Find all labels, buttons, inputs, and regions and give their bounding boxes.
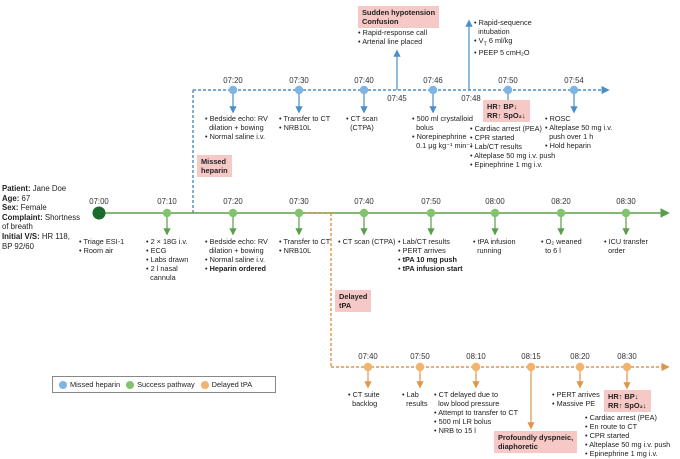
success-node	[228, 208, 238, 218]
delayed-event-0750: • Lab results	[402, 390, 428, 408]
delayed-node	[471, 362, 481, 372]
success-event-0750: • Lab/CT results • PERT arrives • tPA 10…	[398, 237, 463, 273]
legend-success: Success pathway	[126, 380, 195, 390]
success-node	[621, 208, 631, 218]
legend-missed: Missed heparin	[59, 380, 120, 390]
delayed-time: 08:15	[521, 352, 541, 361]
missed-event-0750: • Cardiac arrest (PEA) • CPR started • L…	[470, 124, 556, 169]
missed-event-0746: • 500 ml crystalloid bolus • Norepinephr…	[412, 114, 473, 150]
success-time: 07:50	[421, 197, 441, 206]
missed-event-0740: • CT scan (CTPA)	[346, 114, 378, 132]
missed-node	[569, 85, 579, 95]
missed-event-0730: • Transfer to CT • NRB10L	[279, 114, 331, 132]
missed-time: 07:30	[289, 76, 309, 85]
legend-success-swatch	[126, 381, 135, 390]
delayed-node	[526, 362, 536, 372]
patient-vitals: HR 118,	[41, 231, 70, 241]
success-node	[359, 208, 369, 218]
success-time: 07:30	[289, 197, 309, 206]
missed-time: 07:40	[354, 76, 374, 85]
patient-complaint-cont: of breath	[2, 222, 33, 232]
missed-node	[294, 85, 304, 95]
delayed-event-0830: • Cardiac arrest (PEA) • En route to CT …	[585, 413, 671, 458]
delayed-time: 07:50	[410, 352, 430, 361]
patient-age: 67	[21, 193, 31, 203]
missed-node	[503, 85, 513, 95]
rsi-event: • Rapid-sequence intubation • VT 6 ml/kg…	[474, 18, 532, 58]
delayed-time: 07:40	[358, 352, 378, 361]
success-time: 08:20	[551, 197, 571, 206]
dyspneic-box: Profoundly dyspneic,diaphoretic	[494, 431, 578, 453]
success-node	[556, 208, 566, 218]
patient-vitals-label: Initial V/S:	[2, 231, 40, 241]
legend-delayed: Delayed tPA	[200, 380, 252, 390]
missed-time: 07:54	[564, 76, 584, 85]
success-node	[426, 208, 436, 218]
patient-info: Patient: Jane Doe Age: 67 Sex: Female Co…	[2, 184, 80, 251]
missed-time: 07:20	[223, 76, 243, 85]
success-event-0700: • Triage ESI-1 • Room air	[79, 237, 125, 255]
missed-vitals-box: HR↑ BP↓RR↑ SpO₂↓	[483, 100, 530, 122]
missed-node	[359, 85, 369, 95]
delayed-time: 08:20	[570, 352, 590, 361]
patient-age-label: Age:	[2, 193, 20, 203]
success-event-0830: • ICU transfer order	[604, 237, 648, 255]
missed-time: 07:50	[498, 76, 518, 85]
delayed-node	[363, 362, 373, 372]
success-time: 07:20	[223, 197, 243, 206]
delayed-event-0820: • PERT arrives • Massive PE	[552, 390, 600, 408]
patient-name: Jane Doe	[32, 184, 67, 193]
patient-complaint: Shortness	[44, 212, 80, 222]
patient-sex-label: Sex:	[2, 203, 19, 213]
success-time: 08:30	[616, 197, 636, 206]
delayed-node	[575, 362, 585, 372]
start-node	[92, 206, 106, 220]
legend-delayed-swatch	[200, 381, 209, 390]
success-time: 07:40	[354, 197, 374, 206]
patient-complaint-label: Complaint:	[2, 212, 43, 222]
success-event-0740: • CT scan (CTPA)	[338, 237, 396, 246]
delayed-event-0740: • CT suite backlog	[348, 390, 380, 408]
success-event-0720: • Bedside echo: RV dilation + bowing • N…	[205, 237, 268, 273]
success-node	[294, 208, 304, 218]
delayed-time: 08:30	[617, 352, 637, 361]
success-event-0820: • O₂ weaned to 6 l	[541, 237, 582, 255]
success-event-0800: • tPA infusion running	[473, 237, 516, 255]
missed-time: 07:45	[387, 94, 407, 103]
delayed-node	[415, 362, 425, 372]
success-event-0730: • Transfer to CT • NRB10L	[279, 237, 331, 255]
delayed-vitals-box: HR↑ BP↓RR↑ SpO₂↓	[604, 390, 651, 412]
success-node	[162, 208, 172, 218]
delayed-nodes	[363, 362, 632, 430]
success-time: 07:10	[157, 197, 177, 206]
missed-event-0720: • Bedside echo: RV dilation + bowing • N…	[205, 114, 268, 141]
missed-time: 07:46	[423, 76, 443, 85]
legend-missed-swatch	[59, 381, 67, 390]
success-time: 08:00	[485, 197, 505, 206]
missed-node	[228, 85, 238, 95]
success-node	[490, 208, 500, 218]
missed-nodes	[228, 85, 579, 115]
missed-event-0754: • ROSC • Alteplase 50 mg i.v. push over …	[545, 114, 613, 150]
patient-name-label: Patient:	[2, 184, 31, 193]
delayed-time: 08:10	[466, 352, 486, 361]
delayed-node	[622, 362, 632, 372]
success-event-0710: • 2 × 18G i.v. • ECG • Labs drawn • 2 l …	[146, 237, 189, 282]
delayed-event-0810: • CT delayed due to low blood pressure •…	[434, 390, 519, 435]
legend: Missed heparin Success pathway Delayed t…	[52, 376, 276, 393]
success-nodes	[92, 206, 631, 236]
patient-sex: Female	[20, 203, 47, 213]
missed-time: 07:48	[461, 94, 481, 103]
missed-node	[428, 85, 438, 95]
sudden-event: • Rapid-response call • Arterial line pl…	[358, 28, 428, 46]
patient-vitals-cont: BP 92/60	[2, 241, 34, 251]
success-time: 07:00	[89, 197, 109, 206]
